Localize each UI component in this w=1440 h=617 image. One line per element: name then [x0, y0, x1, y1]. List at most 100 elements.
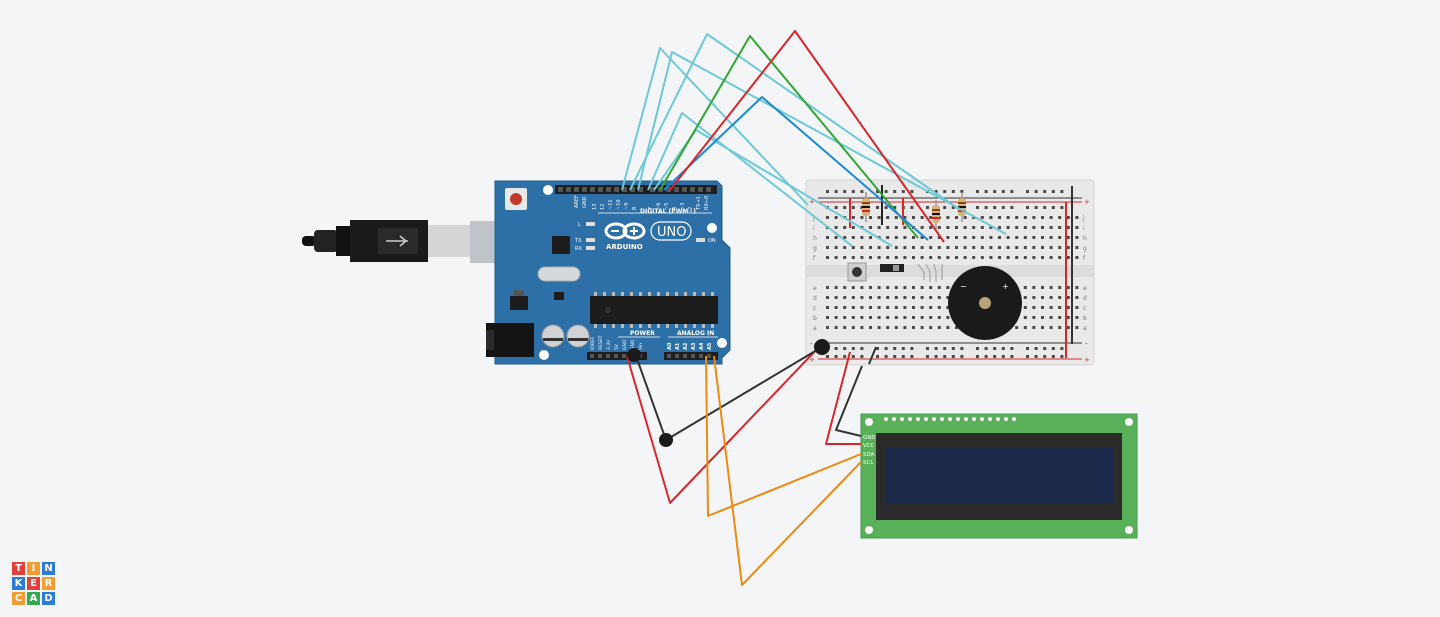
wire-junction[interactable]	[814, 339, 830, 355]
breadboard-hole[interactable]	[1066, 296, 1070, 299]
breadboard-hole[interactable]	[989, 246, 993, 249]
breadboard-hole[interactable]	[998, 236, 1001, 239]
breadboard-hole[interactable]	[860, 296, 864, 299]
breadboard-hole[interactable]	[984, 347, 988, 350]
breadboard-hole[interactable]	[984, 355, 988, 358]
breadboard-hole[interactable]	[946, 286, 950, 289]
breadboard-hole[interactable]	[1034, 206, 1038, 209]
breadboard-hole[interactable]	[886, 226, 890, 229]
wire-cyan[interactable]	[621, 47, 809, 206]
wire-blue[interactable]	[663, 96, 929, 241]
breadboard-hole[interactable]	[1058, 306, 1062, 309]
breadboard-hole[interactable]	[1001, 347, 1005, 350]
breadboard-hole[interactable]	[1015, 326, 1019, 329]
breadboard-hole[interactable]	[976, 347, 979, 350]
breadboard-hole[interactable]	[903, 246, 907, 249]
breadboard-hole[interactable]	[894, 286, 898, 289]
breadboard-hole[interactable]	[894, 296, 898, 299]
breadboard-hole[interactable]	[1001, 355, 1005, 358]
breadboard-hole[interactable]	[972, 236, 976, 239]
breadboard-hole[interactable]	[1049, 236, 1053, 239]
breadboard-hole[interactable]	[901, 347, 905, 350]
breadboard-hole[interactable]	[826, 286, 829, 289]
breadboard-hole[interactable]	[1032, 296, 1036, 299]
breadboard-hole[interactable]	[1023, 296, 1027, 299]
breadboard-hole[interactable]	[877, 306, 881, 309]
breadboard-hole[interactable]	[1032, 226, 1036, 229]
breadboard-hole[interactable]	[1023, 306, 1027, 309]
breadboard-hole[interactable]	[976, 206, 979, 209]
breadboard-hole[interactable]	[1051, 347, 1055, 350]
breadboard-hole[interactable]	[912, 246, 915, 249]
breadboard-hole[interactable]	[1043, 190, 1047, 193]
breadboard-hole[interactable]	[903, 326, 907, 329]
breadboard-hole[interactable]	[955, 246, 958, 249]
breadboard-hole[interactable]	[1023, 326, 1027, 329]
breadboard-hole[interactable]	[955, 236, 958, 239]
breadboard-hole[interactable]	[884, 347, 888, 350]
breadboard-hole[interactable]	[826, 236, 829, 239]
breadboard-hole[interactable]	[903, 236, 907, 239]
breadboard-hole[interactable]	[1049, 296, 1053, 299]
breadboard-hole[interactable]	[826, 216, 829, 219]
breadboard-hole[interactable]	[1041, 256, 1044, 259]
breadboard-hole[interactable]	[834, 216, 838, 219]
breadboard-hole[interactable]	[1075, 236, 1079, 239]
breadboard-hole[interactable]	[937, 296, 941, 299]
breadboard-hole[interactable]	[860, 246, 864, 249]
breadboard-hole[interactable]	[989, 216, 993, 219]
breadboard-hole[interactable]	[877, 226, 881, 229]
breadboard-hole[interactable]	[946, 246, 950, 249]
breadboard-hole[interactable]	[1032, 246, 1036, 249]
breadboard-hole[interactable]	[1066, 286, 1070, 289]
breadboard-hole[interactable]	[1023, 316, 1027, 319]
breadboard-hole[interactable]	[912, 316, 915, 319]
breadboard-hole[interactable]	[1006, 216, 1010, 219]
breadboard-hole[interactable]	[903, 296, 907, 299]
breadboard-hole[interactable]	[894, 316, 898, 319]
breadboard-hole[interactable]	[884, 206, 888, 209]
breadboard-hole[interactable]	[843, 236, 847, 239]
breadboard-hole[interactable]	[1060, 347, 1064, 350]
breadboard-hole[interactable]	[894, 216, 898, 219]
breadboard-hole[interactable]	[937, 246, 941, 249]
breadboard-hole[interactable]	[843, 190, 847, 193]
wire-red[interactable]	[626, 347, 819, 504]
breadboard-hole[interactable]	[1075, 256, 1079, 259]
breadboard-hole[interactable]	[993, 190, 997, 193]
breadboard-hole[interactable]	[912, 286, 915, 289]
breadboard-hole[interactable]	[960, 190, 964, 193]
breadboard-hole[interactable]	[946, 216, 950, 219]
breadboard-hole[interactable]	[834, 316, 838, 319]
breadboard-hole[interactable]	[834, 355, 838, 358]
breadboard-hole[interactable]	[929, 226, 933, 229]
breadboard-hole[interactable]	[826, 246, 829, 249]
breadboard-hole[interactable]	[1032, 216, 1036, 219]
breadboard-hole[interactable]	[851, 236, 855, 239]
breadboard-hole[interactable]	[1041, 316, 1044, 319]
breadboard-hole[interactable]	[1032, 316, 1036, 319]
breadboard-hole[interactable]	[1058, 286, 1062, 289]
breadboard-hole[interactable]	[851, 296, 855, 299]
breadboard-hole[interactable]	[963, 256, 967, 259]
breadboard-hole[interactable]	[912, 256, 915, 259]
breadboard-hole[interactable]	[1075, 316, 1079, 319]
resistor-1[interactable]	[862, 192, 870, 222]
breadboard-hole[interactable]	[886, 306, 890, 309]
breadboard-hole[interactable]	[1006, 246, 1010, 249]
breadboard-hole[interactable]	[894, 246, 898, 249]
breadboard-hole[interactable]	[1043, 347, 1047, 350]
breadboard-hole[interactable]	[980, 216, 984, 219]
breadboard-hole[interactable]	[951, 190, 955, 193]
breadboard-hole[interactable]	[893, 206, 897, 209]
breadboard-hole[interactable]	[884, 190, 888, 193]
breadboard-hole[interactable]	[993, 206, 997, 209]
breadboard-hole[interactable]	[834, 226, 838, 229]
breadboard-hole[interactable]	[910, 347, 914, 350]
breadboard-hole[interactable]	[886, 316, 890, 319]
breadboard-hole[interactable]	[886, 256, 890, 259]
wire-red[interactable]	[825, 351, 861, 445]
breadboard-hole[interactable]	[929, 296, 933, 299]
breadboard-hole[interactable]	[946, 326, 950, 329]
